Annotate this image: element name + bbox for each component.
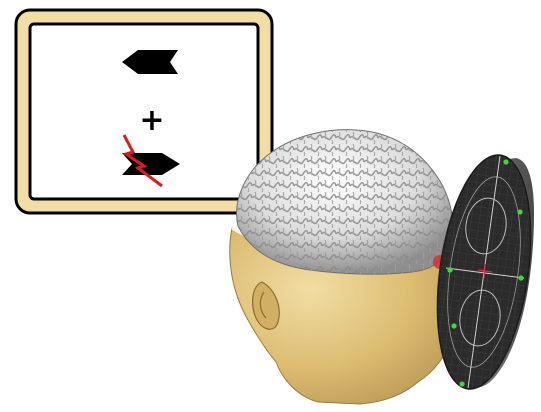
coil-marker bbox=[451, 323, 456, 328]
head-model bbox=[230, 130, 460, 404]
stimulus-screen: + bbox=[16, 10, 272, 213]
coil-marker bbox=[459, 381, 464, 386]
coil-marker bbox=[518, 275, 523, 280]
coil-marker bbox=[517, 209, 522, 214]
fixation-cross: + bbox=[139, 103, 164, 138]
coil-marker bbox=[503, 159, 508, 164]
coil-marker bbox=[447, 267, 452, 272]
